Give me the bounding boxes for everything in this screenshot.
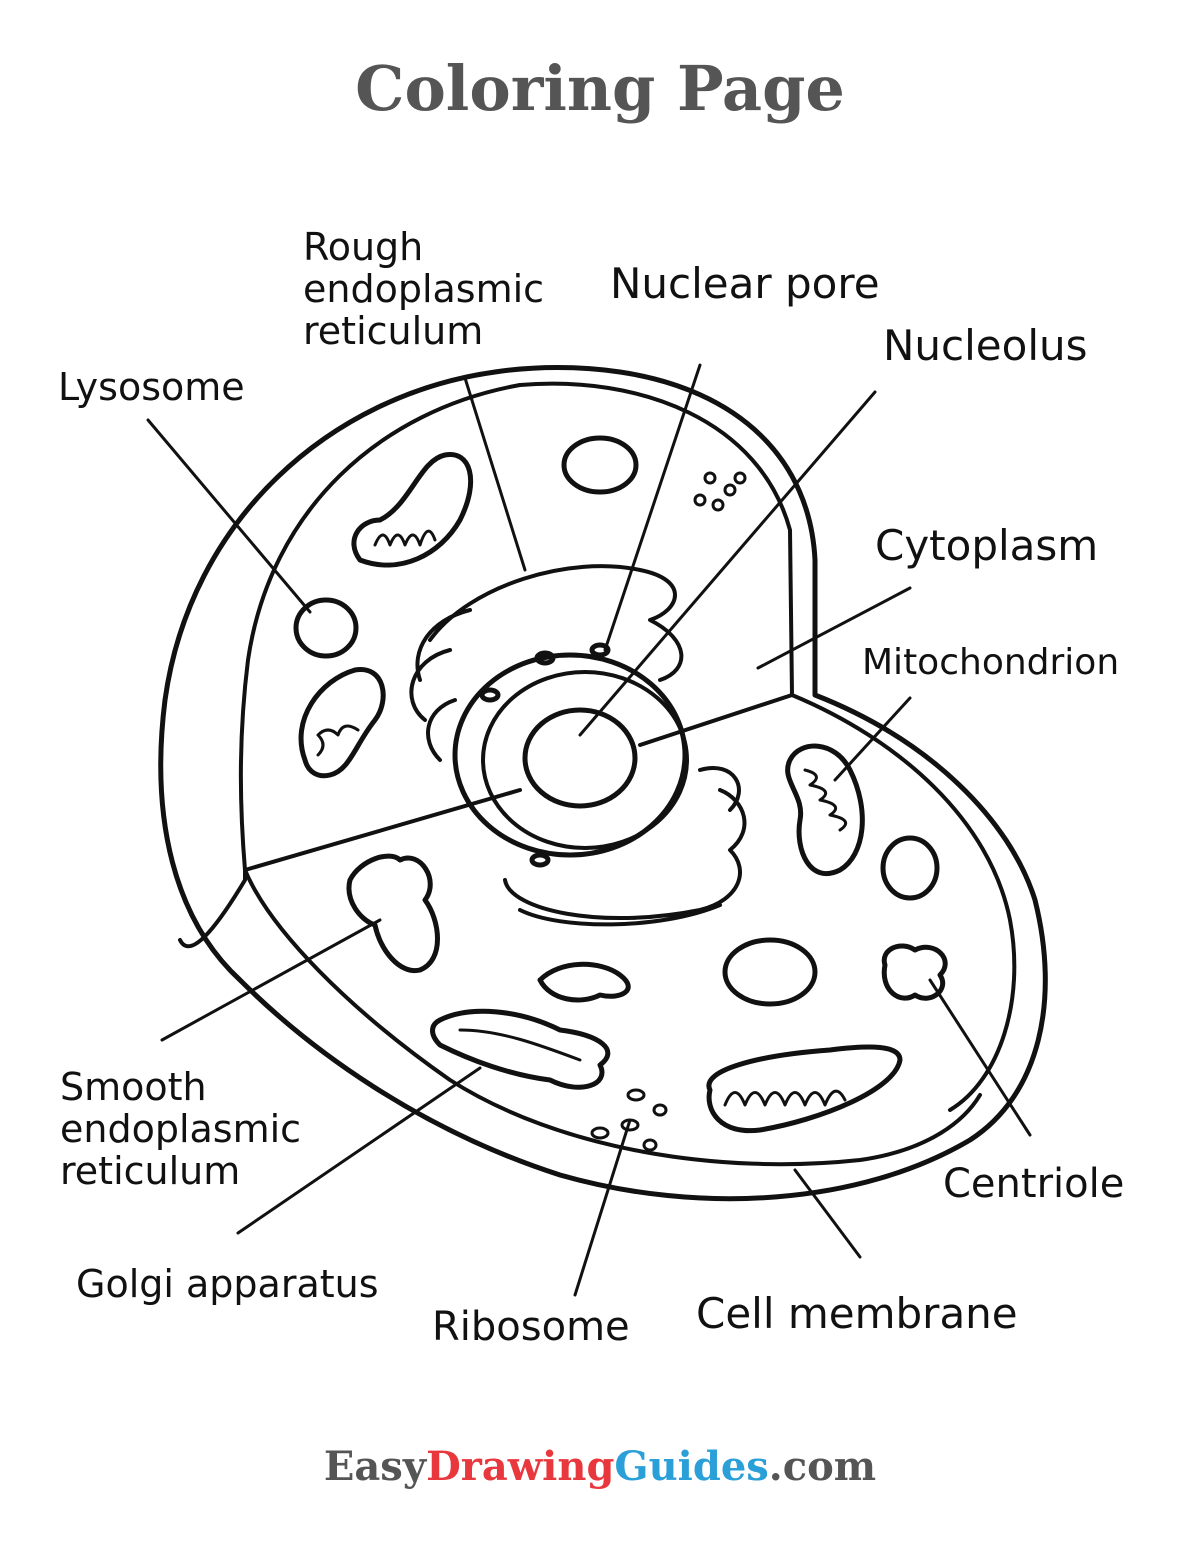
label-rough-er: Rough endoplasmic reticulum — [303, 225, 556, 353]
golgi-shape — [430, 1008, 611, 1090]
nucleolus-shape — [522, 707, 638, 809]
mitochondrion-left — [298, 667, 386, 779]
mitochondrion-right — [785, 743, 865, 877]
page-title: Coloring Page — [355, 52, 845, 125]
label-cytoplasm: Cytoplasm — [875, 521, 1098, 570]
label-rough-er-line-3: reticulum — [303, 309, 483, 353]
golgi-small — [537, 961, 631, 1003]
cell-outer-membrane — [158, 365, 1048, 1202]
brand-logo: EasyDrawingGuides.com — [0, 1443, 1200, 1490]
cell-inner-wall — [238, 383, 522, 872]
mitochondrion-top-left — [351, 451, 474, 568]
brand-part-com: .com — [768, 1443, 877, 1490]
label-cell-membrane: Cell membrane — [696, 1289, 1018, 1338]
nucleus-inner — [481, 670, 689, 850]
label-ribosome: Ribosome — [432, 1304, 630, 1350]
label-rough-er-line-1: Rough — [303, 225, 423, 269]
brand-part-easy: Easy — [323, 1443, 427, 1490]
smooth-er-shape — [346, 853, 440, 974]
label-lysosome: Lysosome — [58, 365, 245, 409]
label-rough-er-line-2: endoplasmic — [303, 267, 544, 311]
label-smooth-er-line-3: reticulum — [60, 1149, 240, 1193]
brand-part-drawing: Drawing — [426, 1443, 615, 1490]
brand-part-guides: Guides — [614, 1443, 769, 1490]
label-golgi: Golgi apparatus — [76, 1262, 379, 1306]
lysosome-shape — [293, 597, 359, 659]
rough-er-shape — [409, 564, 684, 762]
vesicle-bottom — [722, 937, 818, 1007]
label-nuclear-pore: Nuclear pore — [610, 259, 880, 308]
label-smooth-er: Smooth endoplasmic reticulum — [60, 1065, 313, 1193]
label-smooth-er-line-2: endoplasmic — [60, 1107, 301, 1151]
label-mitochondrion: Mitochondrion — [862, 642, 1119, 683]
mitochondrion-bottom — [706, 1044, 903, 1134]
centriole-shape — [881, 943, 948, 1001]
label-smooth-er-line-1: Smooth — [60, 1065, 207, 1109]
vesicle-top — [561, 435, 639, 495]
label-nucleolus: Nucleolus — [883, 321, 1088, 370]
label-centriole: Centriole — [943, 1161, 1124, 1207]
vesicle-right — [880, 835, 940, 901]
